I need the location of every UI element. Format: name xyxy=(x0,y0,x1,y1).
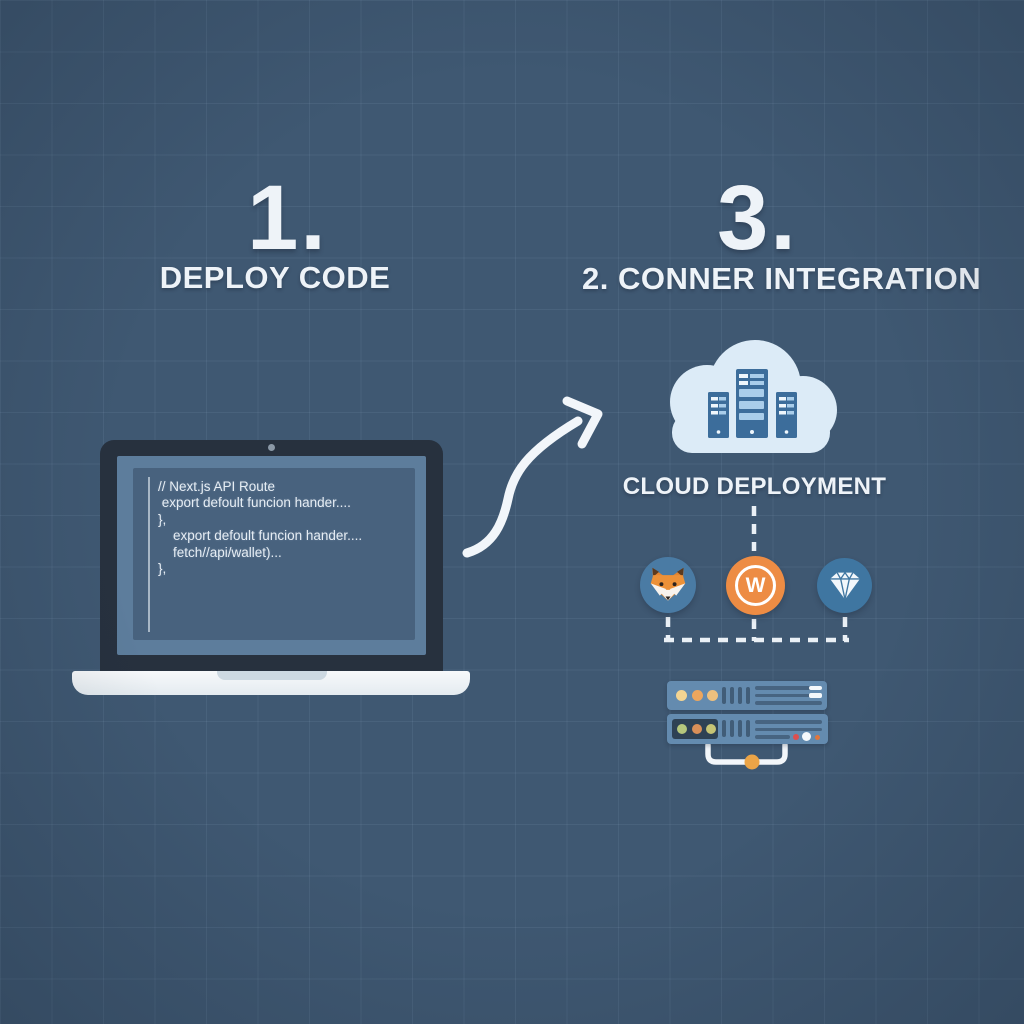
vent-slat xyxy=(722,687,726,704)
vent-slat xyxy=(730,720,734,737)
step-1-number: 1. xyxy=(247,167,328,269)
code-line: }, xyxy=(158,561,167,577)
cloud-icon xyxy=(670,340,837,453)
server-unit-bottom xyxy=(667,714,828,744)
led-dot xyxy=(706,724,716,734)
cloud-server-towers xyxy=(708,369,797,438)
vent-slat xyxy=(722,720,726,737)
diamond-gem-icon xyxy=(817,558,872,613)
code-line: // Next.js API Route xyxy=(158,479,276,494)
curved-arrow-icon xyxy=(462,396,603,558)
cable-node-dot xyxy=(744,754,760,770)
led-dot xyxy=(676,690,687,701)
status-dot-orange xyxy=(815,734,820,740)
vent-slat xyxy=(738,687,742,704)
step-2-label: 2. CONNER INTEGRATION xyxy=(582,261,982,296)
server-line xyxy=(755,720,822,724)
server-line xyxy=(755,735,790,739)
led-dot xyxy=(692,724,702,734)
vent-slat xyxy=(746,720,750,737)
cloud-deployment-icon xyxy=(645,340,855,460)
code-line: fetch//api/wallet)... xyxy=(158,544,282,560)
vent-slat xyxy=(730,687,734,704)
step-3-number: 3. xyxy=(717,167,798,269)
fox-face-icon xyxy=(650,567,686,601)
indicator-bar xyxy=(809,685,822,690)
led-dot xyxy=(707,690,718,701)
laptop-notch xyxy=(217,671,327,680)
code-line: }, xyxy=(158,511,167,527)
code-block: // Next.js API Route export defoult func… xyxy=(158,479,408,577)
webcam-dot-icon xyxy=(268,444,275,451)
walletconnect-letter: W xyxy=(745,574,766,597)
server-line xyxy=(755,693,822,697)
walletconnect-ring: W xyxy=(735,565,776,606)
led-dot xyxy=(677,724,687,734)
server-cable xyxy=(705,742,788,765)
step-1-label: DEPLOY CODE xyxy=(159,260,391,295)
code-editor-panel xyxy=(133,468,415,640)
walletconnect-icon: W xyxy=(726,556,785,615)
vent-slat xyxy=(738,720,742,737)
server-line xyxy=(755,686,822,690)
code-line: export defoult funcion hander.... xyxy=(158,528,363,544)
gem-icon xyxy=(829,571,860,599)
server-unit-top xyxy=(667,681,827,710)
server-line xyxy=(755,701,822,705)
cloud-deployment-label: CLOUD DEPLOYMENT xyxy=(622,473,887,500)
indicator-bar xyxy=(809,693,822,698)
code-gutter-line xyxy=(148,477,150,632)
status-dot-red xyxy=(793,734,799,740)
server-line xyxy=(755,727,822,731)
code-line: export defoult funcion hander.... xyxy=(158,495,351,511)
metamask-fox-icon xyxy=(640,557,696,613)
vent-slat xyxy=(746,687,750,704)
led-dot xyxy=(692,690,703,701)
status-dot-white xyxy=(802,732,811,741)
